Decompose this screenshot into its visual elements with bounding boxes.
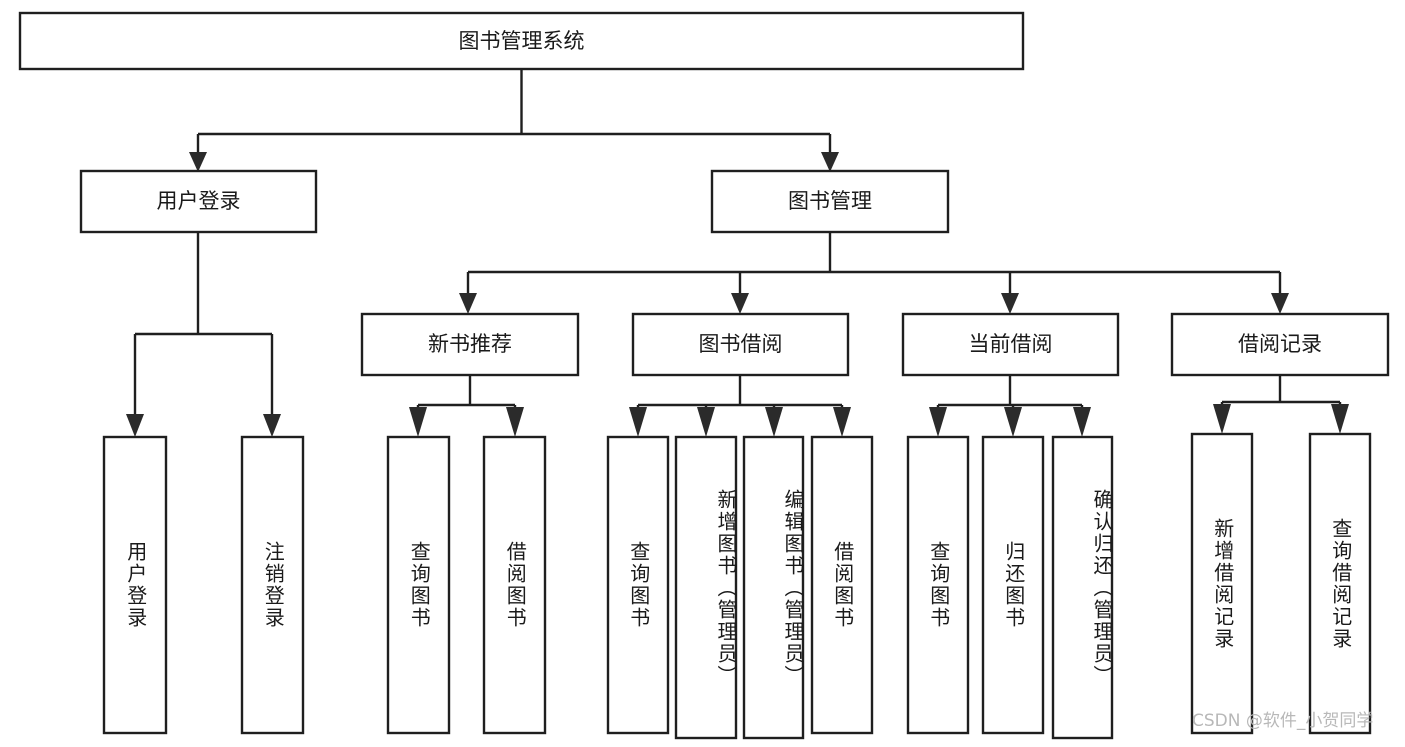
node-book-management-label: 图书管理 (788, 189, 872, 213)
arrow-head-leaf-confirm-return-admin (1073, 407, 1091, 437)
arrow-head-borrow-record (1271, 293, 1289, 314)
connector-group-new-book-recommend (409, 375, 524, 437)
leaf-logout-rect[interactable] (240, 435, 305, 735)
leaf-edit-book-admin-rect[interactable] (742, 435, 805, 740)
arrow-head-leaf-add-borrow-record (1213, 404, 1231, 434)
arrow-head-leaf-borrow-book (833, 407, 851, 437)
node-root-rect[interactable] (18, 11, 1025, 71)
arrow-head-user-login (189, 152, 207, 172)
connector-group-user-login (126, 232, 281, 437)
leaf-boxes-group (102, 432, 1372, 740)
connector-group-book-management (459, 232, 1289, 314)
node-new-book-recommend-rect[interactable] (360, 312, 580, 377)
node-current-borrow-rect[interactable] (901, 312, 1120, 377)
leaf-query-book-recommend-rect[interactable] (386, 435, 451, 735)
node-book-borrow-rect[interactable] (631, 312, 850, 377)
arrow-head-leaf-query-book-current (929, 407, 947, 437)
node-current-borrow[interactable]: 当前借阅 (901, 312, 1120, 377)
node-book-management[interactable]: 图书管理 (710, 169, 950, 234)
node-root-label: 图书管理系统 (459, 29, 585, 53)
node-user-login[interactable]: 用户登录 (79, 169, 318, 234)
node-borrow-record-label: 借阅记录 (1238, 332, 1322, 356)
node-user-login-label: 用户登录 (157, 189, 241, 213)
arrow-head-leaf-user-login (126, 414, 144, 437)
node-root[interactable]: 图书管理系统 (18, 11, 1025, 71)
node-borrow-record-rect[interactable] (1170, 312, 1390, 377)
leaf-add-borrow-record-rect[interactable] (1190, 432, 1254, 735)
leaf-return-book-rect[interactable] (981, 435, 1045, 735)
leaf-query-book-current-rect[interactable] (906, 435, 970, 735)
csdn-watermark: CSDN @软件_小贺同学 (1192, 711, 1374, 731)
arrow-head-leaf-logout (263, 414, 281, 437)
leaf-query-borrow-record-rect[interactable] (1308, 432, 1372, 735)
arrow-head-leaf-edit-book-admin (765, 407, 783, 437)
node-borrow-record[interactable]: 借阅记录 (1170, 312, 1390, 377)
node-book-borrow-label: 图书借阅 (699, 332, 783, 356)
leaf-user-login-rect[interactable] (102, 435, 168, 735)
node-new-book-recommend-label: 新书推荐 (428, 332, 512, 356)
arrow-head-book-borrow (731, 293, 749, 314)
arrow-head-leaf-query-book-borrow (629, 407, 647, 437)
connector-group-root (189, 69, 839, 172)
node-current-borrow-label: 当前借阅 (969, 332, 1053, 356)
leaf-query-book-borrow-rect[interactable] (606, 435, 670, 735)
arrow-head-new-book-recommend (459, 293, 477, 314)
arrow-head-leaf-query-borrow-record (1331, 404, 1349, 434)
leaf-borrow-book-recommend-rect[interactable] (482, 435, 547, 735)
leaf-confirm-return-admin-rect[interactable] (1051, 435, 1114, 740)
arrow-head-leaf-return-book (1004, 407, 1022, 437)
connector-group-book-borrow (629, 375, 851, 437)
connector-group-current-borrow (929, 375, 1091, 437)
arrow-head-leaf-add-book-admin (697, 407, 715, 437)
node-book-management-rect[interactable] (710, 169, 950, 234)
arrow-head-leaf-borrow-book-recommend (506, 407, 524, 437)
node-new-book-recommend[interactable]: 新书推荐 (360, 312, 580, 377)
connector-group-borrow-record (1213, 375, 1349, 434)
leaf-add-book-admin-rect[interactable] (674, 435, 738, 740)
arrow-head-book-management (821, 152, 839, 172)
arrow-head-leaf-query-book-recommend (409, 407, 427, 437)
leaf-borrow-book-rect[interactable] (810, 435, 874, 735)
node-book-borrow[interactable]: 图书借阅 (631, 312, 850, 377)
node-user-login-rect[interactable] (79, 169, 318, 234)
arrow-head-current-borrow (1001, 293, 1019, 314)
